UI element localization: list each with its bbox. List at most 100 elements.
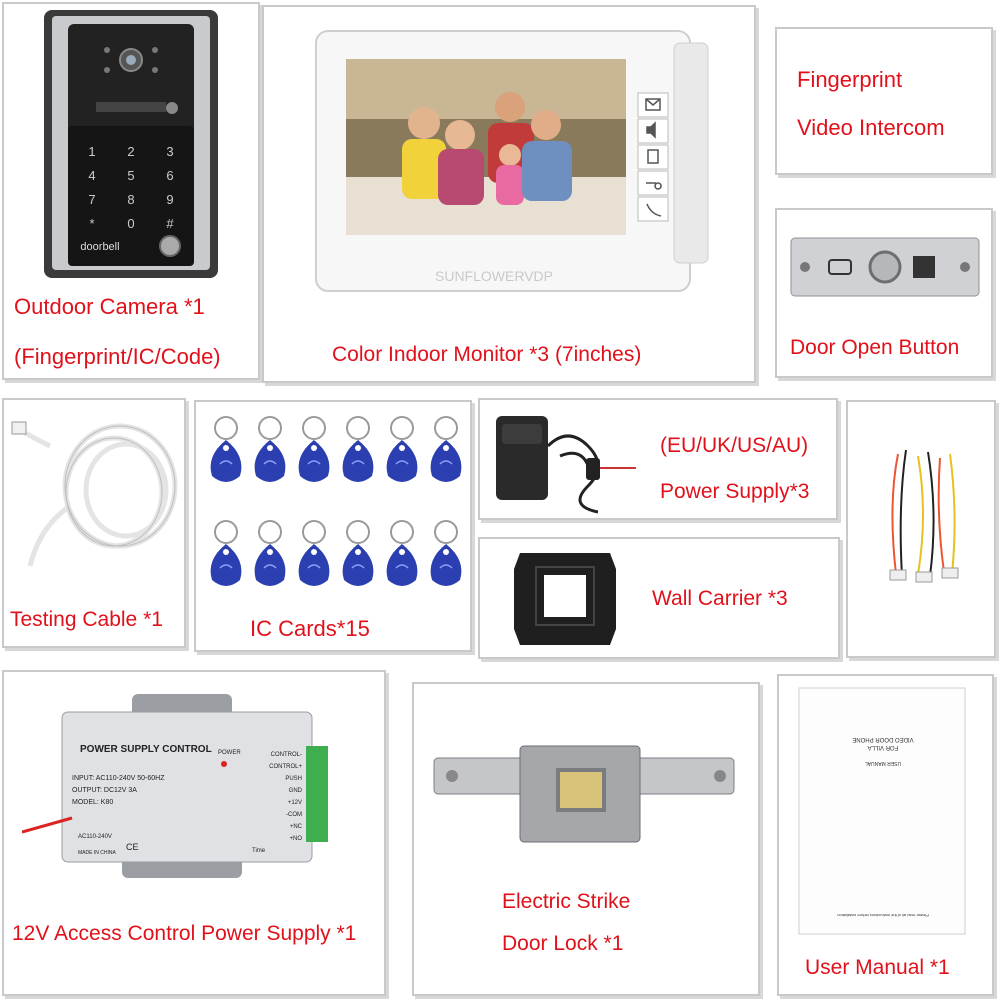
key-1[interactable]: 1 [88, 144, 95, 159]
wires-panel [846, 400, 996, 658]
psu-label-title: POWER SUPPLY CONTROL [80, 744, 212, 755]
wire-plug-1 [889, 569, 907, 581]
key-8[interactable]: 8 [127, 192, 134, 207]
title-panel: Fingerprint Video Intercom [775, 27, 993, 175]
mail-icon [645, 98, 661, 111]
terminal-label: +12V [288, 800, 302, 806]
access-psu-caption: 12V Access Control Power Supply *1 [12, 922, 357, 945]
ce-mark: CE [126, 842, 139, 852]
ic-card-tag [342, 520, 374, 586]
monitor-brand-label: SUNFLOWERVDP [435, 268, 553, 284]
psu-power-label: POWER [218, 750, 241, 756]
ic-card-tag [430, 416, 462, 482]
indoor-monitor-caption: Color Indoor Monitor *3 (7inches) [332, 343, 642, 366]
strike-panel: Electric Strike Door Lock *1 [412, 682, 760, 996]
cable-connector [11, 421, 27, 435]
wall-carrier-image [514, 553, 616, 645]
ic-card-tag [342, 416, 374, 482]
ic-card-tag [210, 520, 242, 586]
strike-caption-2: Door Lock *1 [502, 932, 624, 955]
phone-icon [646, 203, 662, 217]
psu-input-spec: INPUT: AC110-240V 50-60HZ [72, 775, 165, 782]
psu-output-spec: OUTPUT: DC12V 3A [72, 787, 137, 794]
terminal-label: CONTROL+ [269, 764, 302, 770]
testing-cable-image [11, 421, 178, 567]
door-button-panel: Door Open Button [775, 208, 993, 378]
mail-icon-flap [645, 98, 661, 106]
outdoor-camera-image: 1 2 3 4 5 6 7 8 9 * 0 # doorbell [44, 10, 218, 278]
key-2[interactable]: 2 [127, 144, 134, 159]
outdoor-camera-caption-1: Outdoor Camera *1 [14, 294, 205, 319]
psu-made-label: MADE IN CHINA [78, 850, 116, 856]
key-6[interactable]: 6 [166, 168, 173, 183]
monitor-button[interactable] [637, 144, 669, 170]
title-line-2: Video Intercom [797, 115, 945, 140]
power-adapter-image [496, 416, 636, 514]
title-line-1: Fingerprint [797, 67, 903, 92]
door-icon [913, 256, 935, 278]
key-3[interactable]: 3 [166, 144, 173, 159]
monitor-icon [647, 149, 659, 164]
ic-cards-image [210, 416, 462, 586]
key-icon [646, 182, 662, 190]
power-supply-panel: (EU/UK/US/AU) Power Supply*3 [478, 398, 838, 520]
fingerprint-icon [159, 235, 181, 257]
access-psu-panel: POWER SUPPLY CONTROL POWER INPUT: AC110-… [2, 670, 386, 996]
manual-text-2: FOR VILLA [868, 744, 899, 750]
door-button-image [790, 237, 980, 297]
talk-button[interactable] [637, 196, 669, 222]
key-hash[interactable]: # [166, 216, 174, 231]
strike-image [433, 745, 735, 843]
key-4[interactable]: 4 [88, 168, 95, 183]
ic-card-tag [386, 416, 418, 482]
manual-panel: VIDEO DOOR PHONE FOR VILLA USER MANUAL P… [777, 674, 994, 996]
terminal-label: PUSH [285, 776, 302, 782]
testing-cable-caption: Testing Cable *1 [10, 608, 163, 631]
wire-plug-3 [941, 567, 959, 579]
key-5[interactable]: 5 [127, 168, 134, 183]
psu-ac-label: AC110-240V [78, 834, 112, 840]
testing-cable-panel: Testing Cable *1 [2, 398, 186, 648]
outdoor-camera-caption-2: (Fingerprint/IC/Code) [14, 344, 221, 369]
power-supply-caption-1: (EU/UK/US/AU) [660, 434, 809, 457]
power-led [221, 761, 227, 767]
ic-card-tag [386, 520, 418, 586]
terminal-label: +NO [289, 836, 302, 842]
ic-card-tag [254, 416, 286, 482]
terminal-label: CONTROL- [271, 752, 302, 758]
key-star[interactable]: * [89, 216, 94, 231]
manual-text-1: VIDEO DOOR PHONE [852, 736, 913, 742]
psu-model: MODEL: K80 [72, 799, 113, 806]
ic-card-tag [254, 520, 286, 586]
key-7[interactable]: 7 [88, 192, 95, 207]
access-psu-image: POWER SUPPLY CONTROL POWER INPUT: AC110-… [22, 694, 328, 878]
door-button-caption: Door Open Button [790, 336, 960, 359]
indoor-monitor-image: SUNFLOWERVDP [315, 30, 709, 292]
manual-text-3: USER MANUAL [865, 760, 901, 766]
psu-time-label: Time [252, 848, 266, 854]
outdoor-camera-panel: 1 2 3 4 5 6 7 8 9 * 0 # doorbell Outdoor… [2, 2, 260, 380]
ic-cards-panel: IC Cards*15 [194, 400, 472, 652]
ic-cards-caption: IC Cards*15 [250, 616, 370, 641]
terminal-label: +NC [290, 824, 303, 830]
doorbell-logo: doorbell [80, 241, 119, 253]
wall-carrier-caption: Wall Carrier *3 [652, 587, 788, 610]
ic-card-tag [298, 416, 330, 482]
terminal-label: -COM [286, 812, 302, 818]
key-9[interactable]: 9 [166, 192, 173, 207]
wire-plug-2 [915, 571, 933, 583]
ic-card-tag [298, 520, 330, 586]
speaker-icon [646, 121, 656, 139]
manual-caption: User Manual *1 [805, 956, 950, 979]
ic-card-tag [210, 416, 242, 482]
wall-carrier-panel: Wall Carrier *3 [478, 537, 840, 659]
terminal-label: GND [289, 788, 303, 794]
strike-caption-1: Electric Strike [502, 890, 631, 913]
terminal-block [306, 746, 328, 842]
key-0[interactable]: 0 [127, 216, 134, 231]
hand-icon [828, 259, 852, 275]
wires-image [889, 449, 959, 583]
manual-image: VIDEO DOOR PHONE FOR VILLA USER MANUAL P… [798, 687, 966, 935]
indoor-monitor-panel: SUNFLOWERVDP Color Indoor Monitor *3 (7i… [262, 5, 756, 383]
power-supply-caption-2: Power Supply*3 [660, 480, 810, 503]
